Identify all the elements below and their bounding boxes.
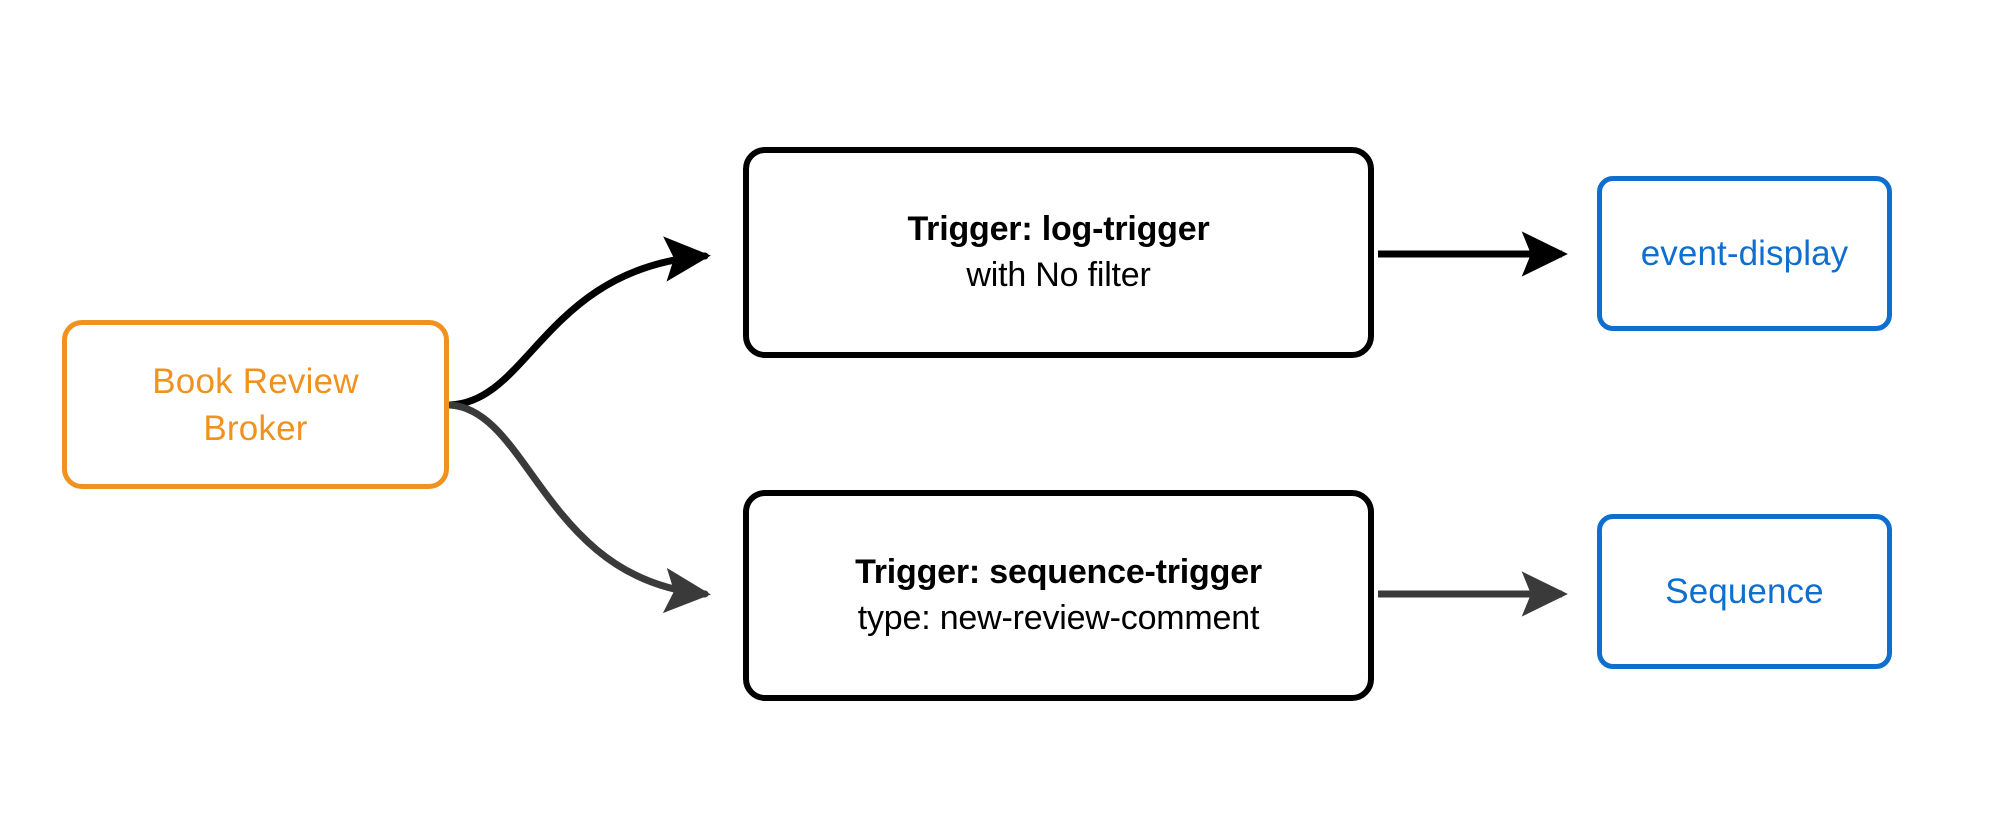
node-event-display[interactable]: event-display xyxy=(1597,176,1892,331)
node-event-display-label: event-display xyxy=(1640,233,1849,273)
node-book-review-broker-line2: Broker xyxy=(203,408,308,448)
edge-broker-to-log-trigger xyxy=(446,236,711,409)
node-book-review-broker[interactable]: Book Review Broker xyxy=(62,320,449,489)
node-book-review-broker-line1: Book Review xyxy=(152,361,359,401)
node-log-trigger-subtitle: with No filter xyxy=(966,255,1151,294)
node-sequence-label: Sequence xyxy=(1665,571,1824,611)
edge-broker-to-sequence-trigger xyxy=(446,401,711,614)
node-log-trigger-title: Trigger: log-trigger xyxy=(907,209,1210,248)
node-sequence-trigger-title: Trigger: sequence-trigger xyxy=(855,552,1262,591)
node-sequence-trigger[interactable]: Trigger: sequence-trigger type: new-revi… xyxy=(743,490,1374,701)
node-log-trigger[interactable]: Trigger: log-trigger with No filter xyxy=(743,147,1374,358)
node-sequence-trigger-subtitle: type: new-review-comment xyxy=(857,598,1260,637)
node-sequence[interactable]: Sequence xyxy=(1597,514,1892,669)
